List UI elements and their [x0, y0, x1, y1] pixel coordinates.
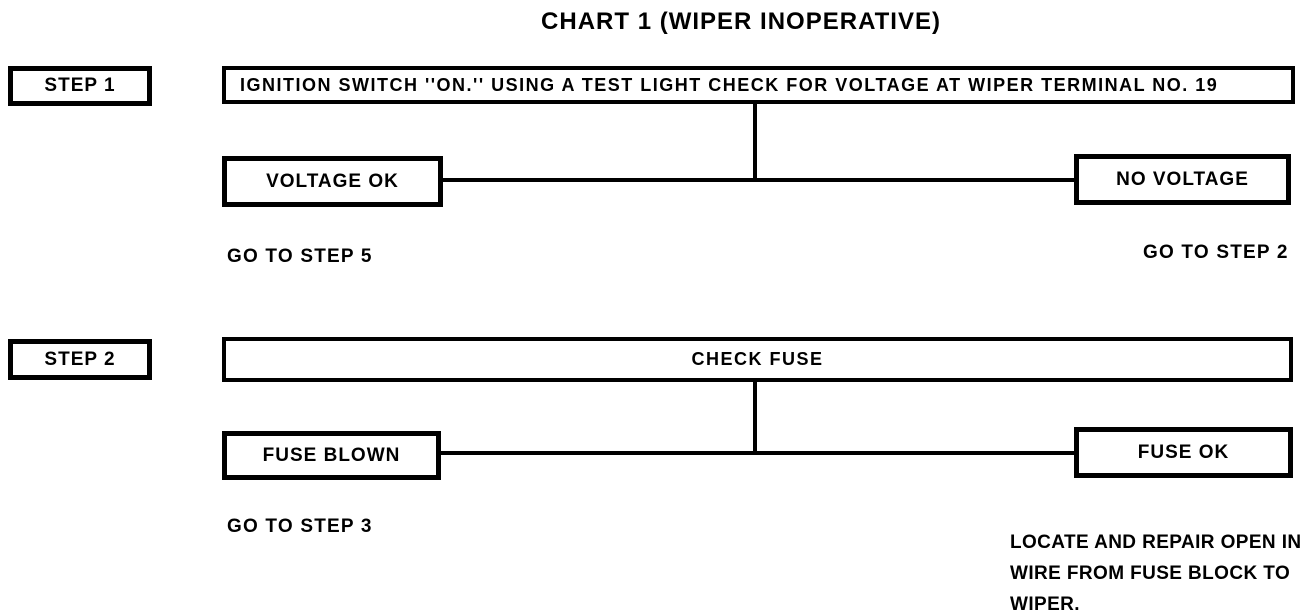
step-1-question-box: IGNITION SWITCH ''ON.'' USING A TEST LIG… — [222, 66, 1295, 104]
step-1-question: IGNITION SWITCH ''ON.'' USING A TEST LIG… — [240, 74, 1219, 95]
step-1-vertical-connector — [753, 104, 757, 181]
outcome-fuse-ok-box: FUSE OK — [1074, 427, 1293, 478]
action-go-to-step-2: GO TO STEP 2 — [1143, 242, 1289, 263]
outcome-voltage-ok: VOLTAGE OK — [266, 170, 399, 192]
chart-title: CHART 1 (WIPER INOPERATIVE) — [541, 8, 941, 35]
outcome-no-voltage-box: NO VOLTAGE — [1074, 154, 1291, 205]
step-2-question-box: CHECK FUSE — [222, 337, 1293, 382]
outcome-fuse-ok: FUSE OK — [1137, 441, 1230, 463]
step-2-label: STEP 2 — [44, 348, 116, 370]
step-1-label: STEP 1 — [44, 75, 116, 96]
action-go-to-step-5: GO TO STEP 5 — [227, 246, 373, 267]
outcome-no-voltage: NO VOLTAGE — [1116, 168, 1249, 190]
action-go-to-step-3: GO TO STEP 3 — [227, 516, 373, 537]
outcome-fuse-blown-box: FUSE BLOWN — [222, 431, 441, 480]
step-1-label-box: STEP 1 — [8, 66, 152, 106]
action-locate-repair-open: LOCATE AND REPAIR OPEN IN WIRE FROM FUSE… — [1010, 532, 1302, 615]
outcome-voltage-ok-box: VOLTAGE OK — [222, 156, 443, 207]
step-2-question: CHECK FUSE — [691, 349, 824, 369]
step-2-horizontal-connector — [438, 451, 1078, 455]
step-2-label-box: STEP 2 — [8, 339, 152, 380]
step-1-horizontal-connector — [440, 178, 1078, 182]
step-2-vertical-connector — [753, 382, 757, 455]
outcome-fuse-blown: FUSE BLOWN — [262, 444, 401, 466]
